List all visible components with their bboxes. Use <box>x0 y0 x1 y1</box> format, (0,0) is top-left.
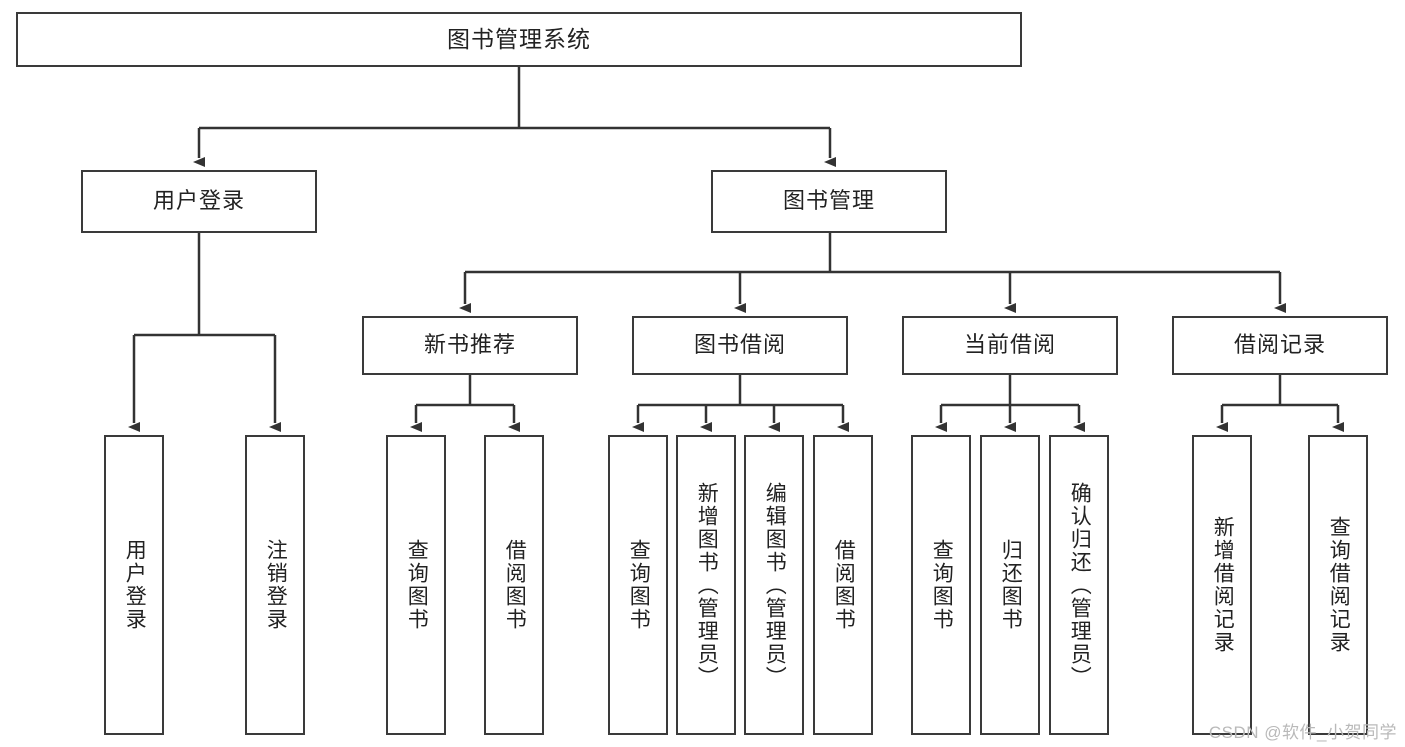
leaf-label: 确认归还（管理员） <box>1068 481 1092 689</box>
node-borrow-record[interactable]: 借阅记录 <box>1172 316 1388 375</box>
leaf-confirm-return-admin[interactable]: 确认归还（管理员） <box>1049 435 1109 735</box>
node-new-book-recommend[interactable]: 新书推荐 <box>362 316 578 375</box>
leaf-user-login[interactable]: 用户登录 <box>104 435 164 735</box>
leaf-query-book-new-rec[interactable]: 查询图书 <box>386 435 446 735</box>
leaf-edit-book-admin[interactable]: 编辑图书（管理员） <box>744 435 804 735</box>
leaf-add-book-admin[interactable]: 新增图书（管理员） <box>676 435 736 735</box>
node-root-system[interactable]: 图书管理系统 <box>16 12 1022 67</box>
leaf-label: 注销登录 <box>264 539 288 631</box>
leaf-query-borrow-record[interactable]: 查询借阅记录 <box>1308 435 1368 735</box>
node-book-manage[interactable]: 图书管理 <box>711 170 947 233</box>
leaf-label: 查询图书 <box>930 539 954 631</box>
leaf-return-book[interactable]: 归还图书 <box>980 435 1040 735</box>
leaf-query-book-borrow[interactable]: 查询图书 <box>608 435 668 735</box>
leaf-label: 借阅图书 <box>832 539 856 631</box>
leaf-label: 新增图书（管理员） <box>695 481 719 689</box>
leaf-query-book-current[interactable]: 查询图书 <box>911 435 971 735</box>
node-book-borrow[interactable]: 图书借阅 <box>632 316 848 375</box>
leaf-label: 查询图书 <box>405 539 429 631</box>
leaf-label: 借阅图书 <box>503 539 527 631</box>
node-current-borrow[interactable]: 当前借阅 <box>902 316 1118 375</box>
leaf-borrow-book-new-rec[interactable]: 借阅图书 <box>484 435 544 735</box>
leaf-label: 用户登录 <box>123 539 147 631</box>
node-user-login[interactable]: 用户登录 <box>81 170 317 233</box>
csdn-watermark: CSDN @软件_小贺同学 <box>1208 723 1397 742</box>
leaf-label: 归还图书 <box>999 539 1023 631</box>
leaf-borrow-book[interactable]: 借阅图书 <box>813 435 873 735</box>
leaf-add-borrow-record[interactable]: 新增借阅记录 <box>1192 435 1252 735</box>
leaf-label: 编辑图书（管理员） <box>763 481 787 689</box>
leaf-label: 新增借阅记录 <box>1211 516 1235 654</box>
leaf-logout[interactable]: 注销登录 <box>245 435 305 735</box>
leaf-label: 查询图书 <box>627 539 651 631</box>
leaf-label: 查询借阅记录 <box>1327 516 1351 654</box>
